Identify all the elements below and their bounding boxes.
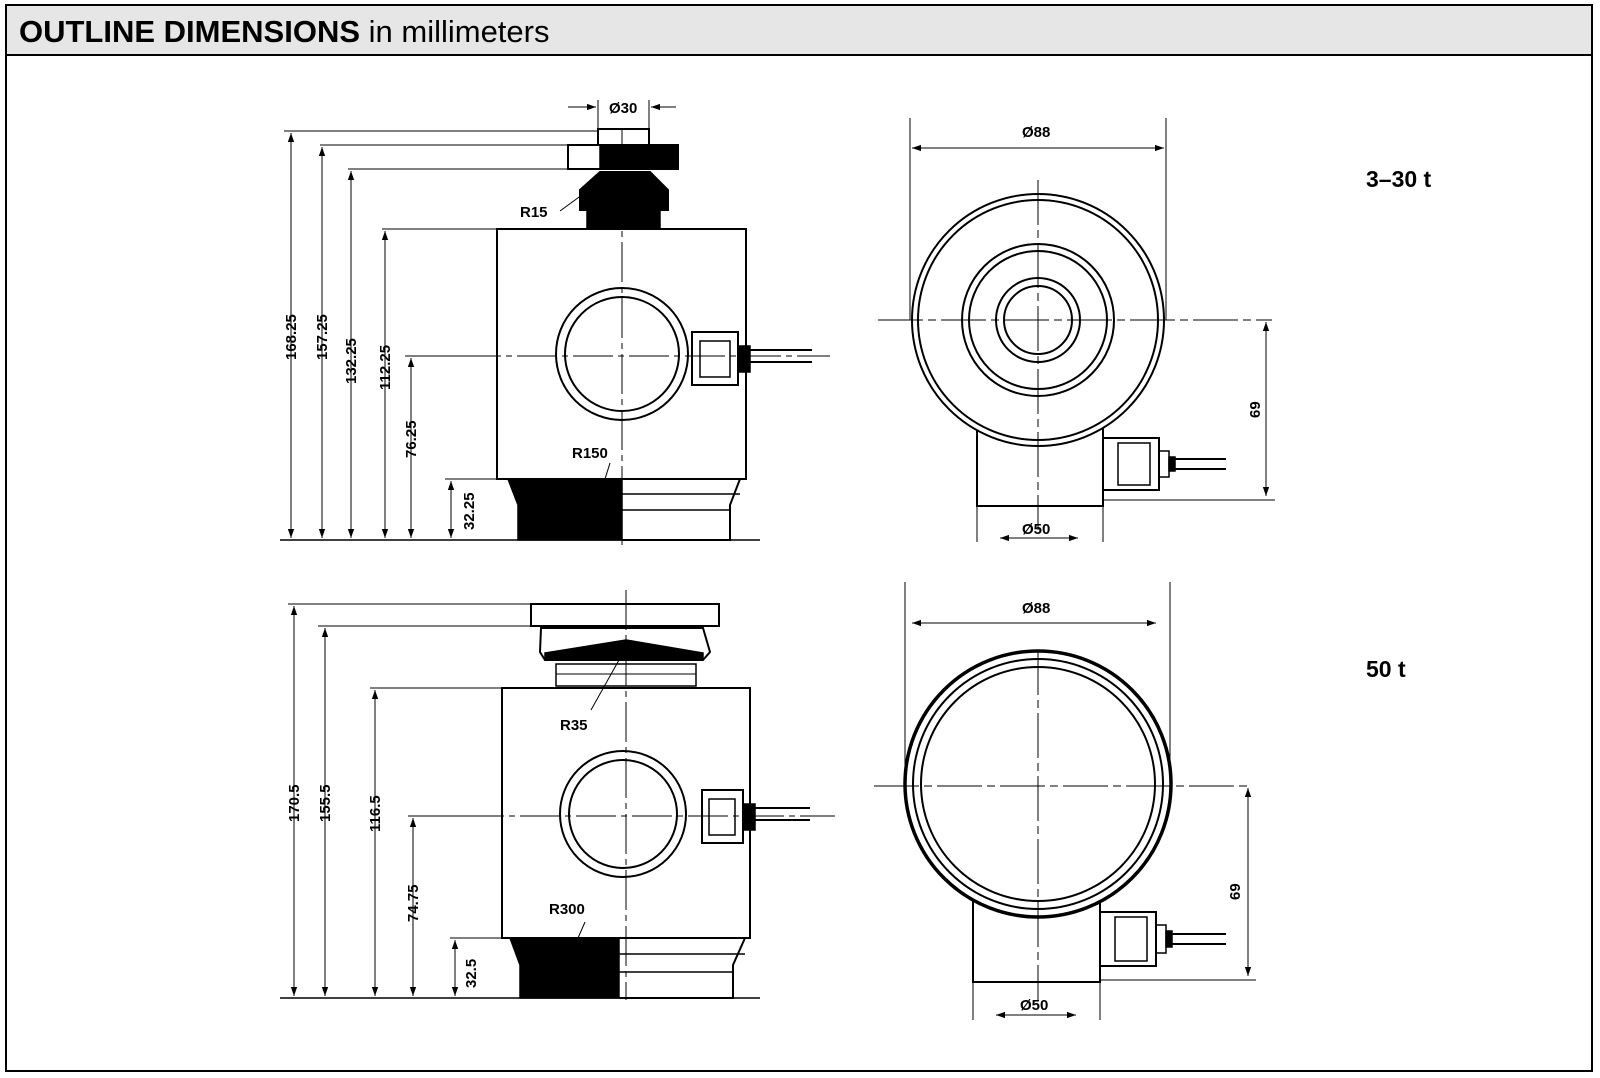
label-bottom-radius-3-30t: R150: [572, 445, 608, 462]
side-view-50t-labels: R35 R300 170.5 155.5 116.5 74.75 32.5: [286, 717, 588, 988]
title-units: in millimeters: [360, 14, 550, 49]
side-view-50t: [280, 590, 835, 1000]
capacity-label-3-30t: 3–30 t: [1366, 166, 1432, 192]
height-label-112: 112.25: [377, 345, 394, 390]
capacity-label-50t: 50 t: [1366, 656, 1406, 682]
height-label-116: 116.5: [367, 795, 384, 832]
top-view-3-30t-labels: Ø88 Ø50 69 3–30 t: [1022, 124, 1432, 538]
label-top-diameter-3-30t: Ø30: [609, 100, 637, 117]
label-bottom-radius-50t: R300: [549, 901, 585, 918]
height-label-74: 74.75: [405, 884, 422, 922]
side-view-3-30t: [280, 100, 830, 545]
drawing-frame: OUTLINE DIMENSIONS in millimeters: [5, 4, 1593, 1072]
label-top-radius-3-30t: R15: [520, 204, 548, 221]
page-title: OUTLINE DIMENSIONS in millimeters: [19, 14, 549, 50]
label-outer-diameter-50t: Ø88: [1022, 600, 1050, 617]
label-cable-height-3-30t: 69: [1247, 401, 1264, 418]
top-view-50t: [874, 582, 1256, 1020]
height-label-32-5: 32.5: [463, 959, 480, 988]
label-top-radius-50t: R35: [560, 717, 588, 734]
height-label-157: 157.25: [314, 314, 331, 360]
height-label-132: 132.25: [343, 338, 360, 384]
title-bold: OUTLINE DIMENSIONS: [19, 14, 361, 49]
height-label-155: 155.5: [317, 784, 334, 822]
top-view-3-30t: [878, 118, 1275, 542]
height-label-168: 168.25: [283, 314, 300, 360]
top-view-50t-labels: Ø88 Ø50 69 50 t: [1020, 600, 1406, 1014]
label-base-diameter-50t: Ø50: [1020, 997, 1048, 1014]
header-bar: OUTLINE DIMENSIONS in millimeters: [7, 6, 1591, 56]
height-label-76: 76.25: [403, 420, 420, 458]
side-view-3-30t-labels: Ø30 R15 R150 168.25 157.25 132.25 112.25…: [283, 100, 637, 530]
label-cable-height-50t: 69: [1227, 883, 1244, 900]
label-outer-diameter-3-30t: Ø88: [1022, 124, 1050, 141]
height-label-170: 170.5: [286, 784, 303, 822]
height-label-32: 32.25: [461, 492, 478, 530]
label-base-diameter-3-30t: Ø50: [1022, 521, 1050, 538]
